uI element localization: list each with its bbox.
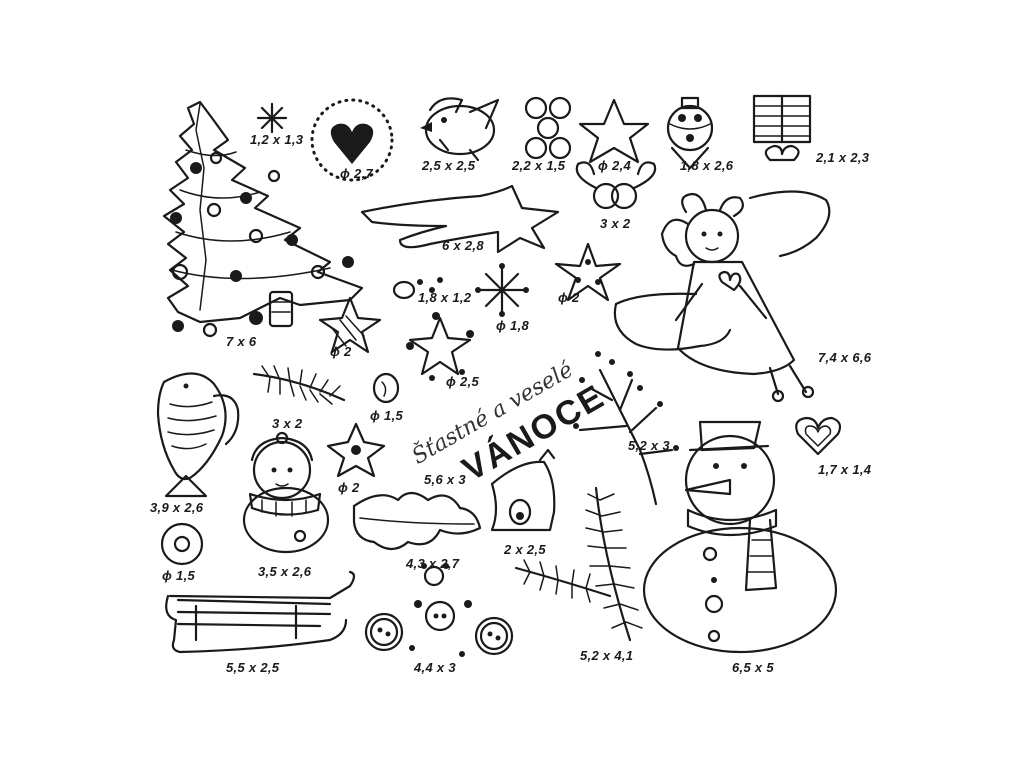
label-donut: ϕ 1,5 [162, 568, 196, 583]
holly-icon [352, 491, 482, 587]
label-gift: 2,1 x 2,3 [816, 150, 870, 165]
gift-icon [752, 94, 812, 162]
angel-icon [613, 190, 831, 403]
label-snowman-big: 6,5 x 5 [732, 660, 774, 675]
rings-icon [575, 161, 657, 210]
label-star-top: ϕ 2,4 [598, 158, 632, 173]
label-greeting: 5,6 x 3 [424, 472, 466, 487]
heart-in-circle-icon [310, 98, 394, 182]
comet-star-icon [360, 184, 560, 254]
berries-icon [524, 96, 572, 160]
label-holly: 4,3 x 2,7 [406, 556, 460, 571]
label-heart-small: 1,7 x 1,4 [818, 462, 872, 477]
label-berries: 2,2 x 1,5 [512, 158, 566, 173]
spotted-star-icon [554, 242, 622, 302]
label-twig: 5,2 x 3 [628, 438, 670, 453]
label-sparkle: 1,2 x 1,3 [250, 132, 304, 147]
star-icon [578, 98, 650, 164]
heart-small-icon [795, 416, 842, 456]
bubble-icon [392, 277, 443, 300]
label-heart-circle: ϕ 2,7 [340, 166, 374, 181]
bell-icon [490, 448, 556, 532]
label-angel: 7,4 x 6,6 [818, 350, 872, 365]
label-fish: 3,9 x 2,6 [150, 500, 204, 515]
fish-icon [156, 372, 240, 498]
sparkle-icon [256, 102, 288, 134]
bird-icon [420, 97, 500, 162]
label-buttons: 4,4 x 3 [414, 660, 456, 675]
sled-icon [165, 570, 356, 654]
label-pine: 5,2 x 4,1 [580, 648, 634, 663]
label-feather: 3 x 2 [272, 416, 303, 431]
label-bell: 2 x 2,5 [504, 542, 546, 557]
label-spotted-star: ϕ 2 [558, 290, 580, 305]
snowman-big-icon [642, 420, 838, 654]
label-sparkle-star: ϕ 2,5 [446, 374, 480, 389]
label-bubble: 1,8 x 1,2 [418, 290, 472, 305]
label-bird: 2,5 x 2,5 [422, 158, 476, 173]
pine-branch-icon [514, 486, 643, 642]
label-rings: 3 x 2 [600, 216, 631, 231]
label-sled: 5,5 x 2,5 [226, 660, 280, 675]
label-snowman-small: 3,5 x 2,6 [258, 564, 312, 579]
snowman-small-icon [242, 431, 330, 554]
button-small-icon [372, 372, 400, 404]
ornament-icon [666, 96, 714, 170]
donut-icon [160, 522, 204, 566]
cookie-star-icon [326, 422, 386, 478]
label-comet: 6 x 2,8 [442, 238, 484, 253]
sparkle-star-icon [406, 312, 474, 381]
label-tree: 7 x 6 [226, 334, 257, 349]
label-button-small: ϕ 1,5 [370, 408, 404, 423]
label-snowflake: ϕ 1,8 [496, 318, 530, 333]
feather-icon [252, 365, 346, 405]
striped-star-icon [318, 296, 382, 354]
twig-icon [573, 351, 679, 506]
snowflake-icon [475, 263, 529, 317]
label-striped-star: ϕ 2 [330, 344, 352, 359]
label-ornament: 1,8 x 2,6 [680, 158, 734, 173]
buttons-icon [364, 600, 514, 657]
christmas-tree-icon [162, 100, 364, 338]
label-cookie-star: ϕ 2 [338, 480, 360, 495]
